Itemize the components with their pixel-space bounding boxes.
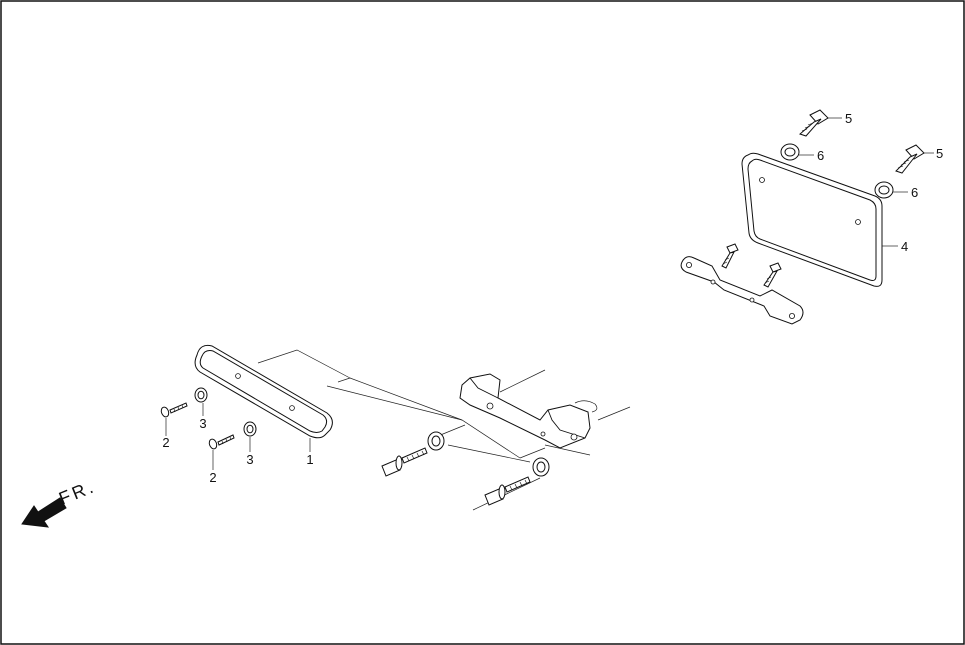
part-6-washer-lower bbox=[874, 181, 894, 199]
callout-4: 4 bbox=[901, 239, 908, 254]
part-1-lamp-lens bbox=[194, 344, 333, 439]
plate-bracket bbox=[680, 256, 804, 325]
flange-bolt-left-upper bbox=[381, 447, 428, 477]
callout-6-lower: 6 bbox=[911, 185, 918, 200]
leader-lines-left bbox=[165, 403, 311, 470]
callout-2-upper: 2 bbox=[162, 435, 169, 450]
part-2-screw-upper bbox=[160, 402, 188, 418]
assembly-guide-lines bbox=[257, 349, 631, 511]
washer-left-lower bbox=[532, 457, 550, 477]
part-5-bolt-upper bbox=[799, 109, 829, 137]
callout-3-lower: 3 bbox=[246, 452, 253, 467]
callout-3-upper: 3 bbox=[199, 416, 206, 431]
part-6-washer-upper bbox=[780, 143, 800, 161]
leader-lines-right bbox=[799, 117, 934, 247]
part-3-washer-lower bbox=[243, 421, 257, 437]
part-3-washer-upper bbox=[194, 387, 208, 403]
washer-left-upper bbox=[427, 431, 445, 451]
callout-5-upper: 5 bbox=[845, 111, 852, 126]
callout-6-upper: 6 bbox=[817, 148, 824, 163]
bracket-bolt-left bbox=[721, 243, 739, 269]
bracket-bolt-right bbox=[763, 262, 782, 288]
callout-5-lower: 5 bbox=[936, 146, 943, 161]
part-2-screw-lower bbox=[208, 434, 235, 450]
direction-label: FR. bbox=[56, 476, 99, 509]
callout-1: 1 bbox=[306, 452, 313, 467]
part-4-plate-frame bbox=[741, 152, 883, 287]
flange-bolt-left-lower bbox=[484, 476, 531, 506]
front-direction-arrow-icon bbox=[21, 497, 67, 528]
part-5-bolt-lower bbox=[895, 144, 925, 174]
mounting-bracket bbox=[459, 373, 598, 449]
callout-2-lower: 2 bbox=[209, 470, 216, 485]
